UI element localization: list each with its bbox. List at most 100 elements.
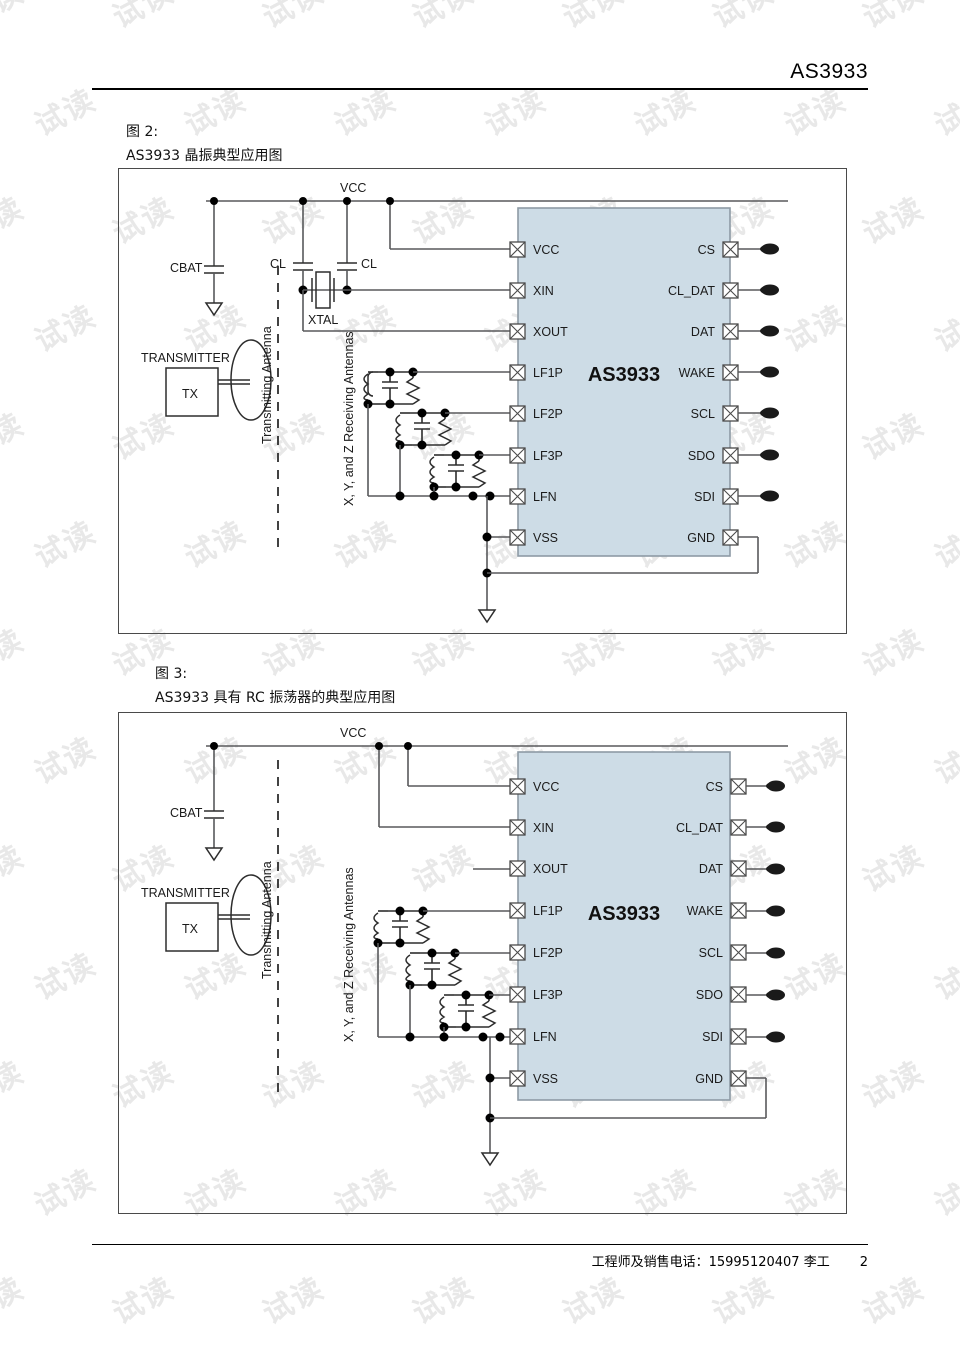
figure-2-pin-label-vcc: VCC (533, 243, 559, 257)
document-footer: 工程师及销售电话：15995120407 李工 2 (92, 1244, 868, 1270)
figure-3-pin-label-sdi: SDI (702, 1030, 723, 1044)
figure-2-transmitting-antenna-label: Transmitting Antenna (260, 326, 274, 444)
figure-3-pin-label-cs: CS (706, 780, 723, 794)
watermark-text: 试读 (857, 406, 931, 468)
figure-2-cl2-label: CL (361, 257, 377, 271)
watermark-text: 试读 (857, 190, 931, 252)
document-header: AS3933 (92, 60, 868, 90)
figure-3-pin-label-vcc: VCC (533, 780, 559, 794)
figure-2-pin-label-gnd: GND (687, 531, 715, 545)
figure-2-chip-body (517, 207, 731, 557)
figure-2-transmitter-title: TRANSMITTER (141, 351, 230, 365)
watermark-text: 试读 (29, 946, 103, 1008)
figure-3-caption-line1: 图 3: (155, 666, 188, 682)
figure-3-vcc-rail-label: VCC (340, 726, 366, 740)
watermark-text: 试读 (929, 514, 960, 576)
figure-2-right-pins: CS CL_DAT DAT WAKE SCL SDO SDI GND (668, 241, 779, 546)
figure-3-right-pins: CS CL_DAT DAT WAKE SCL SDO SDI GND (676, 778, 785, 1087)
figure-3-pin-label-lf1p: LF1P (533, 904, 563, 918)
watermark-text: 试读 (857, 1054, 931, 1116)
figure-3-pin-label-dat: DAT (699, 862, 723, 876)
watermark-text: 试读 (107, 0, 181, 36)
watermark-text: 试读 (707, 0, 781, 36)
figure-3-pin-label-wake: WAKE (687, 904, 723, 918)
figure-2-receiving-antennas-label: X, Y, and Z Receiving Antennas (342, 331, 356, 506)
watermark-text: 试读 (29, 1162, 103, 1224)
watermark-text: 试读 (107, 1270, 181, 1332)
watermark-text: 试读 (929, 298, 960, 360)
watermark-text: 试读 (257, 1270, 331, 1332)
figure-2-pin-label-lf1p: LF1P (533, 366, 563, 380)
header-title: AS3933 (790, 60, 868, 83)
watermark-text: 试读 (0, 622, 31, 684)
watermark-text: 试读 (29, 82, 103, 144)
watermark-text: 试读 (557, 1270, 631, 1332)
figure-3-pin-label-cl_dat: CL_DAT (676, 821, 723, 835)
watermark-text: 试读 (0, 838, 31, 900)
figure-2-tx-label: TX (182, 387, 199, 401)
watermark-text: 试读 (857, 622, 931, 684)
figure-3-left-pins: VCC XIN XOUT LF1P LF2P LF3P LFN VSS (509, 778, 568, 1087)
watermark-text: 试读 (29, 730, 103, 792)
figure-2-caption-line1: 图 2: (126, 124, 159, 140)
figure-3-pin-label-lfn: LFN (533, 1030, 557, 1044)
header-rule (92, 88, 868, 90)
watermark-text: 试读 (707, 1270, 781, 1332)
figure-3-receiving-antennas-label: X, Y, and Z Receiving Antennas (342, 867, 356, 1042)
figure-2-pin-label-lf3p: LF3P (533, 449, 563, 463)
watermark-text: 试读 (0, 1054, 31, 1116)
watermark-text: 试读 (857, 1270, 931, 1332)
footer-contact: 工程师及销售电话：15995120407 李工 (591, 1255, 830, 1270)
watermark-text: 试读 (0, 406, 31, 468)
figure-3-pin-label-sdo: SDO (696, 988, 723, 1002)
figure-2-cbat-label: CBAT (170, 261, 203, 275)
figure-3-cbat-label: CBAT (170, 806, 203, 820)
figure-3-pin-label-xin: XIN (533, 821, 554, 835)
watermark-text: 试读 (929, 82, 960, 144)
figure-2-vcc-rail-label: VCC (340, 181, 366, 195)
figure-2-frame (118, 168, 847, 634)
watermark-text: 试读 (557, 0, 631, 36)
figure-3-frame (118, 712, 847, 1214)
figure-2-caption: 图 2: AS3933 晶振典型应用图 (126, 120, 283, 168)
figure-2-pin-label-sdo: SDO (688, 449, 715, 463)
watermark-text: 试读 (929, 1162, 960, 1224)
figure-3-transmitting-antenna-label: Transmitting Antenna (260, 861, 274, 979)
watermark-text: 试读 (857, 838, 931, 900)
watermark-text: 试读 (0, 190, 31, 252)
figure-2-pin-label-cl_dat: CL_DAT (668, 284, 715, 298)
figure-3-schematic: VCC CBAT TRANSMITTER TX (118, 712, 845, 1212)
figure-3-pin-label-xout: XOUT (533, 862, 568, 876)
watermark-text: 试读 (407, 0, 481, 36)
figure-2-pin-label-cs: CS (698, 243, 715, 257)
figure-3-chip-name: AS3933 (588, 903, 660, 925)
figure-2-cl1-label: CL (270, 257, 286, 271)
footer-page-number: 2 (859, 1255, 868, 1270)
figure-3-caption: 图 3: AS3933 具有 RC 振荡器的典型应用图 (155, 662, 395, 710)
figure-3-pin-label-vss: VSS (533, 1072, 558, 1086)
figure-2-left-pins: VCC XIN XOUT LF1P LF2P LF3P LFN VSS (509, 241, 568, 546)
watermark-text: 试读 (0, 1270, 31, 1332)
watermark-text: 试读 (407, 1270, 481, 1332)
figure-3-pin-label-lf2p: LF2P (533, 946, 563, 960)
figure-3-caption-line2: AS3933 具有 RC 振荡器的典型应用图 (155, 690, 396, 706)
figure-3-pin-label-gnd: GND (695, 1072, 723, 1086)
figure-2-pin-label-lf2p: LF2P (533, 407, 563, 421)
watermark-text: 试读 (857, 0, 931, 36)
watermark-text: 试读 (929, 730, 960, 792)
figure-3-chip-body (517, 751, 731, 1101)
watermark-text: 试读 (0, 0, 31, 36)
figure-2-pin-label-scl: SCL (691, 407, 715, 421)
watermark-text: 试读 (29, 298, 103, 360)
figure-2-xtal-label: XTAL (308, 313, 338, 327)
watermark-text: 试读 (29, 514, 103, 576)
figure-2-chip-name: AS3933 (588, 364, 660, 386)
watermark-text: 试读 (929, 946, 960, 1008)
figure-3-transmitter-title: TRANSMITTER (141, 886, 230, 900)
figure-3-pin-label-scl: SCL (699, 946, 723, 960)
figure-2-schematic: VCC CBAT CL CL (118, 168, 845, 632)
figure-3-pin-label-lf3p: LF3P (533, 988, 563, 1002)
figure-2-pin-label-vss: VSS (533, 531, 558, 545)
footer-rule (92, 1244, 868, 1245)
